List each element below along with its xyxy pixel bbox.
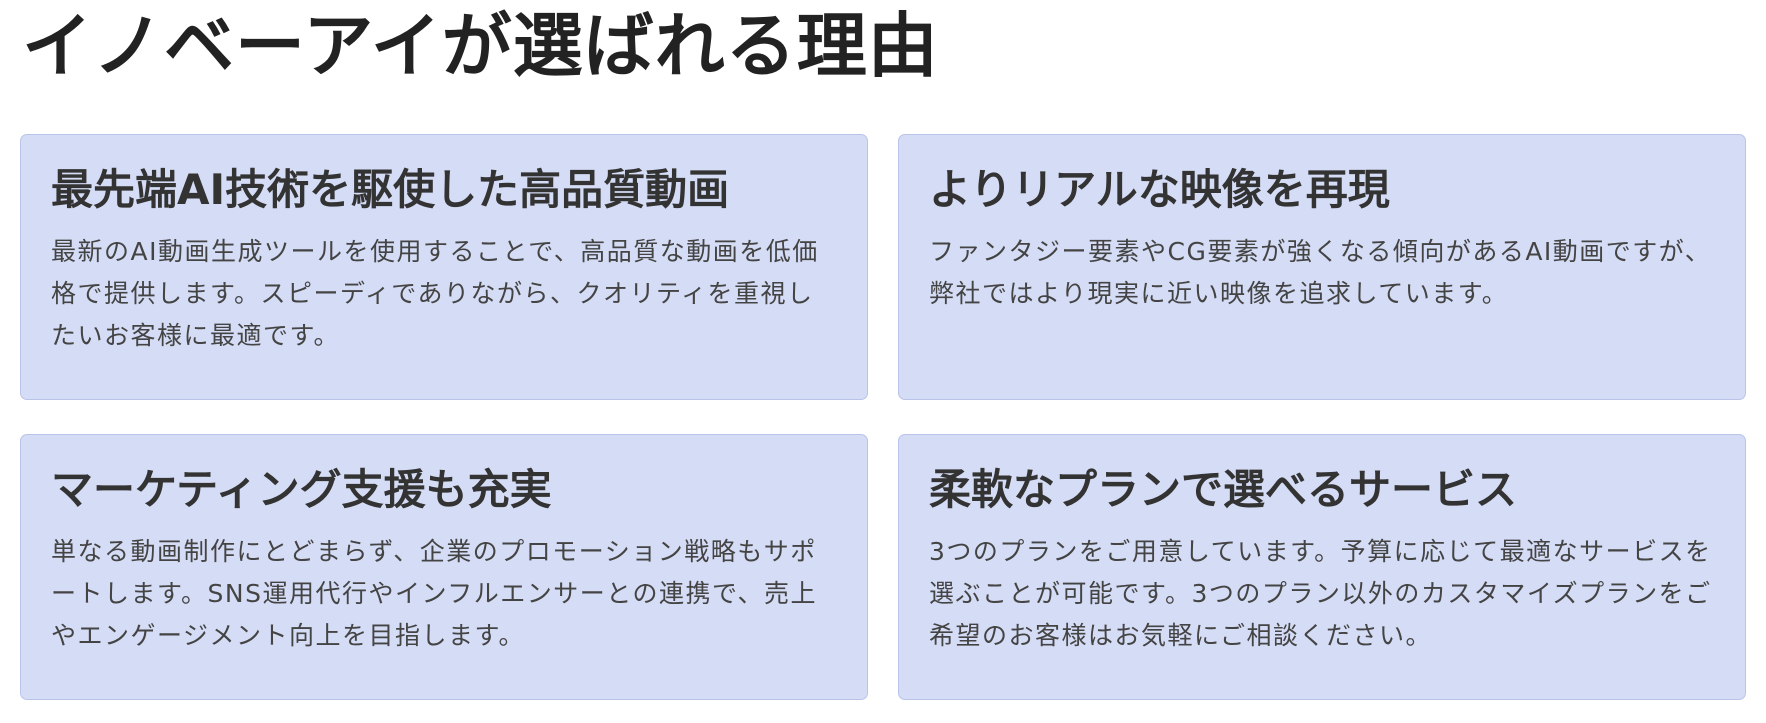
section-title: イノベーアイが選ばれる理由	[22, 5, 939, 87]
card-heading: 柔軟なプランで選べるサービス	[929, 465, 1518, 514]
card-body: 3つのプランをご用意しています。予算に応じて最適なサービスを選ぶことが可能です。…	[929, 537, 1712, 650]
reason-card-flexible-plans: 柔軟なプランで選べるサービス 3つのプランをご用意しています。予算に応じて最適な…	[898, 434, 1746, 700]
card-body: ファンタジー要素やCG要素が強くなる傾向があるAI動画ですが、弊社ではより現実に…	[929, 237, 1712, 308]
reason-card-ai-technology: 最先端AI技術を駆使した高品質動画 最新のAI動画生成ツールを使用することで、高…	[20, 134, 868, 400]
card-heading: 最先端AI技術を駆使した高品質動画	[51, 165, 730, 214]
reason-card-marketing-support: マーケティング支援も充実 単なる動画制作にとどまらず、企業のプロモーション戦略も…	[20, 434, 868, 700]
card-heading: よりリアルな映像を再現	[929, 165, 1390, 214]
card-body: 単なる動画制作にとどまらず、企業のプロモーション戦略もサポートします。SNS運用…	[51, 537, 817, 650]
card-body: 最新のAI動画生成ツールを使用することで、高品質な動画を低価格で提供します。スピ…	[51, 237, 819, 350]
card-heading: マーケティング支援も充実	[51, 465, 552, 514]
reason-card-realistic-video: よりリアルな映像を再現 ファンタジー要素やCG要素が強くなる傾向があるAI動画で…	[898, 134, 1746, 400]
